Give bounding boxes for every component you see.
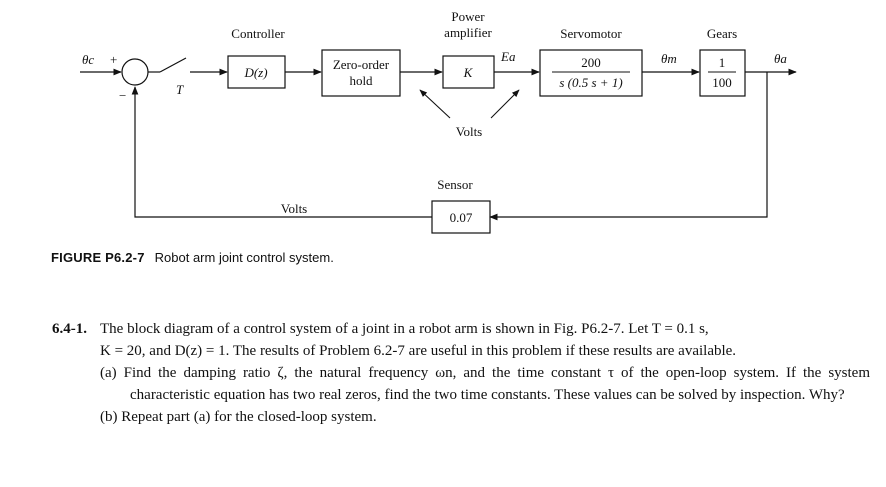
volts-arrow-left xyxy=(419,89,451,119)
controller-title: Controller xyxy=(231,26,285,41)
problem-part-b: (b) Repeat part (a) for the closed-loop … xyxy=(100,409,377,425)
servomotor-block xyxy=(539,49,643,97)
sensor-gain-value: 0.07 xyxy=(450,210,473,225)
sum-minus-sign: − xyxy=(119,88,126,103)
input-theta-c-label: θc xyxy=(82,52,94,67)
figure-caption-text: Robot arm joint control system. xyxy=(154,250,334,265)
motor-angle-label: θm xyxy=(661,51,677,66)
output-theta-a-label: θa xyxy=(774,51,787,66)
sensor-title: Sensor xyxy=(437,177,473,192)
sampler-period-label: T xyxy=(176,82,184,97)
volts-arrow-right xyxy=(490,89,520,119)
problem-line-2: K = 20, and D(z) = 1. The results of Pro… xyxy=(100,343,737,359)
sampler-switch xyxy=(159,57,187,73)
problem-number: 6.4-1. xyxy=(52,321,87,337)
problem-body: The block diagram of a control system of… xyxy=(100,318,870,428)
amplifier-title-line1: Power xyxy=(451,9,485,24)
problem-part-a: (a) Find the damping ratio ζ, the natura… xyxy=(100,365,870,403)
gears-numerator: 1 xyxy=(719,55,726,70)
gears-title: Gears xyxy=(707,26,737,41)
feedback-to-sum-line xyxy=(131,86,432,218)
zoh-block xyxy=(321,49,401,97)
controller-label: D(z) xyxy=(243,65,267,80)
problem-line-1: The block diagram of a control system of… xyxy=(100,321,709,337)
amplifier-gain-label: K xyxy=(463,65,474,80)
feedback-volts-label: Volts xyxy=(281,201,308,216)
figure-number: FIGURE P6.2-7 xyxy=(51,250,145,265)
block-diagram: θc + − T Controller D(z) Zero-order hold… xyxy=(80,9,797,234)
zoh-line2: hold xyxy=(349,73,373,88)
gears-block xyxy=(699,49,746,97)
servomotor-title: Servomotor xyxy=(560,26,622,41)
figure-caption: FIGURE P6.2-7 Robot arm joint control sys… xyxy=(51,250,334,265)
servomotor-numerator: 200 xyxy=(581,55,601,70)
problem-statement: 6.4-1. The block diagram of a control sy… xyxy=(52,318,870,428)
amplifier-title-line2: amplifier xyxy=(444,25,492,40)
gears-denominator: 100 xyxy=(712,75,732,90)
summing-junction xyxy=(121,58,149,86)
zoh-line1: Zero-order xyxy=(333,57,390,72)
sum-plus-sign: + xyxy=(110,52,117,67)
feedback-to-sensor-line xyxy=(489,72,768,221)
servomotor-denominator: s (0.5 s + 1) xyxy=(559,75,622,90)
amplifier-volts-label: Volts xyxy=(456,124,483,139)
amplifier-output-label: Ea xyxy=(500,49,516,64)
